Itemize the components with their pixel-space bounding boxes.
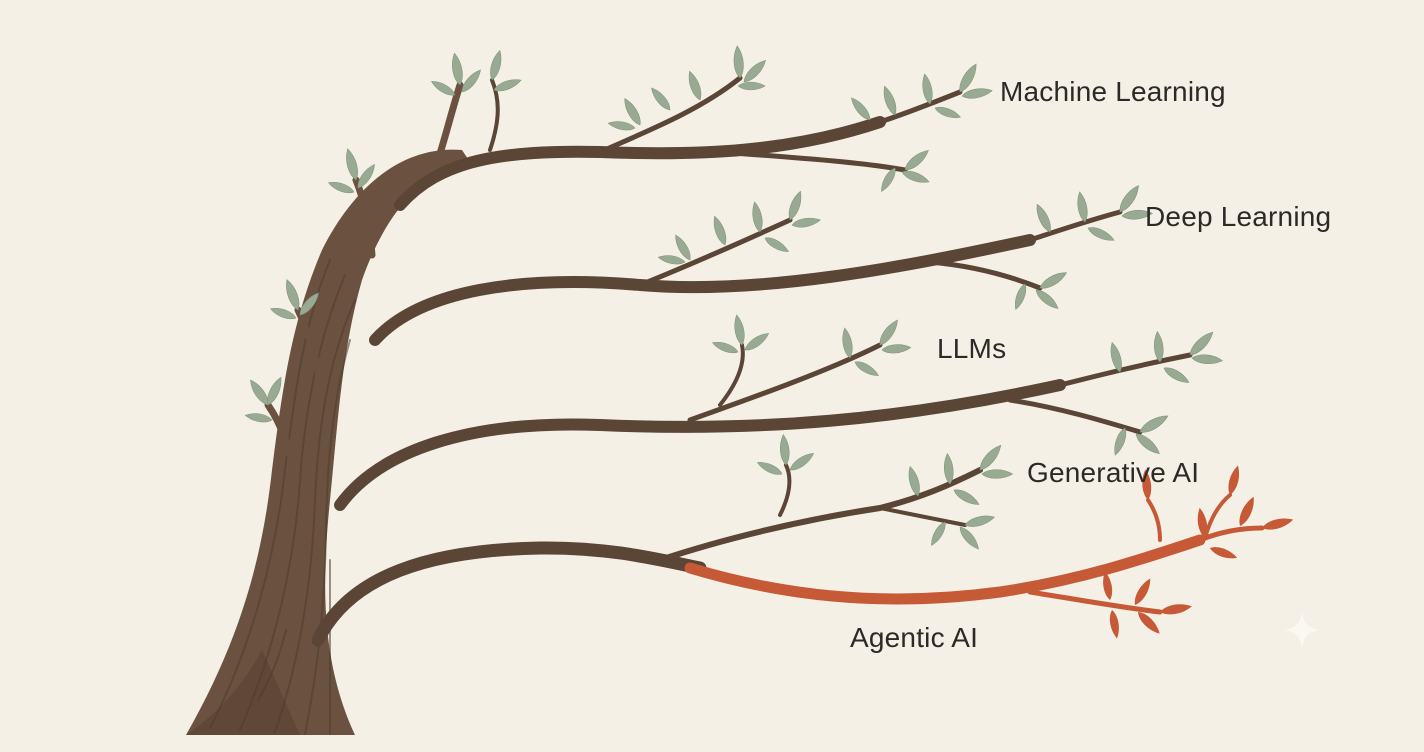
label-deep-learning: Deep Learning: [1145, 201, 1331, 232]
branch-deep-learning: [369, 209, 1123, 346]
branch-generative-ai: [311, 463, 983, 647]
branch-llms: [334, 342, 1193, 511]
label-machine-learning: Machine Learning: [1000, 76, 1226, 107]
sparkle-icon: [1284, 612, 1320, 648]
label-generative-ai: Generative AI: [1027, 457, 1199, 488]
trunk: [186, 149, 470, 736]
label-llms: LLMs: [937, 333, 1006, 364]
branch-machine-learning: [394, 75, 963, 211]
label-agentic-ai: Agentic AI: [850, 622, 978, 653]
branch-agentic-ai: [684, 493, 1265, 615]
